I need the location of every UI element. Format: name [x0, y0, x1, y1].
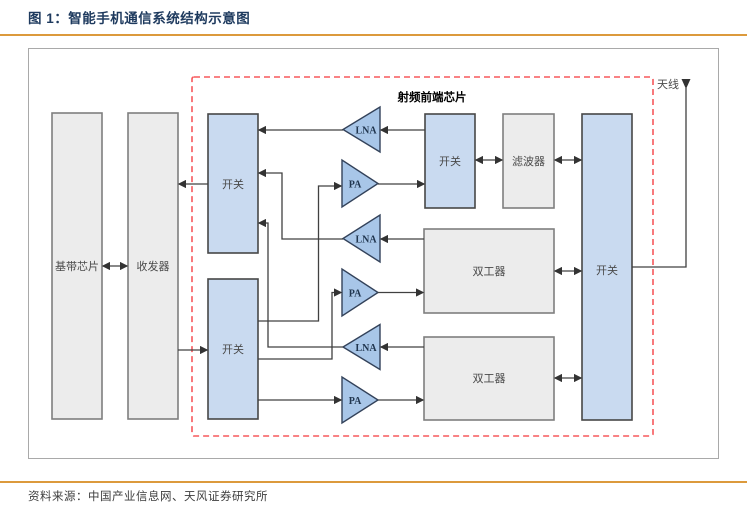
source-attribution: 资料来源：中国产业信息网、天风证券研究所 — [28, 491, 268, 503]
lna3-label: LNA — [355, 343, 377, 354]
pa1-label: PA — [349, 180, 362, 191]
rf-front-end-label: 射频前端芯片 — [397, 90, 467, 104]
switch3-block — [424, 113, 476, 209]
switch4-label: 开关 — [596, 263, 618, 277]
baseband-chip-label: 基带芯片 — [55, 259, 99, 273]
figure-title: 图 1：智能手机通信系统结构示意图 — [28, 11, 251, 26]
rf-front-end-boundary — [191, 76, 654, 437]
pa3-label: PA — [349, 396, 362, 407]
switch3-label: 开关 — [439, 154, 461, 168]
switch2-label: 开关 — [222, 342, 244, 356]
top-accent-rule — [0, 34, 747, 36]
bottom-accent-rule — [0, 481, 747, 483]
transceiver-label: 收发器 — [137, 259, 170, 273]
antenna-label: 天线 — [657, 77, 679, 91]
wire-switch2-to-pa2 — [258, 288, 343, 360]
wire-lna2-to-switch1 — [257, 168, 343, 240]
switch4-block — [581, 113, 633, 421]
duplexer2-block — [423, 336, 555, 421]
lna1-label: LNA — [355, 126, 377, 137]
wire-switch2-to-pa1 — [258, 181, 343, 322]
lna2-label: LNA — [355, 235, 377, 246]
wire-lna3-to-switch1 — [257, 218, 343, 348]
diagram-wires — [101, 88, 687, 405]
duplexer1-label: 双工器 — [473, 265, 506, 278]
wire-switch4-to-antenna — [632, 88, 687, 268]
antenna-icon — [681, 79, 691, 89]
filter-label: 滤波器 — [512, 155, 545, 168]
pa2-label: PA — [349, 289, 362, 300]
duplexer2-label: 双工器 — [473, 372, 506, 385]
duplexer1-block — [423, 228, 555, 314]
transceiver-block — [127, 112, 179, 420]
switch1-label: 开关 — [222, 177, 244, 191]
filter-block — [502, 113, 555, 209]
switch1-block — [207, 113, 259, 254]
